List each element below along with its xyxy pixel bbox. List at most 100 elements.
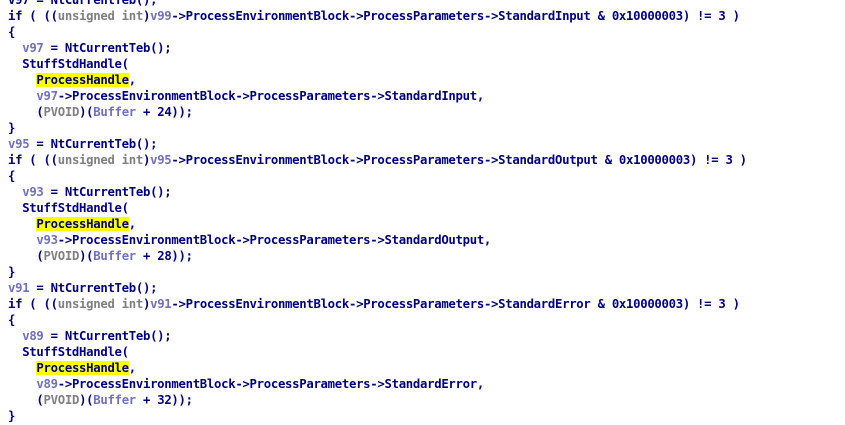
code-line[interactable]: v95 = NtCurrentTeb(); — [8, 136, 747, 152]
variable-token[interactable]: v95 — [150, 153, 172, 167]
code-line[interactable]: } — [8, 408, 747, 424]
code-token: ->ProcessEnvironmentBlock->ProcessParame… — [171, 9, 740, 23]
type-keyword-token[interactable]: unsigned int — [57, 153, 144, 167]
code-line[interactable]: ProcessHandle, — [8, 72, 747, 88]
code-token: ->ProcessEnvironmentBlock->ProcessParame… — [57, 233, 492, 247]
code-token: if ( (( — [8, 9, 58, 23]
code-token — [8, 89, 36, 103]
code-line[interactable]: v89->ProcessEnvironmentBlock->ProcessPar… — [8, 376, 747, 392]
variable-token[interactable]: v93 — [36, 233, 58, 247]
code-token: ( — [8, 393, 44, 407]
highlighted-token[interactable]: ProcessHandle — [36, 73, 129, 87]
code-token — [8, 73, 36, 87]
code-token: )( — [79, 105, 94, 119]
variable-token[interactable]: v95 — [8, 137, 30, 151]
type-keyword-token[interactable]: PVOID — [43, 249, 80, 263]
code-line[interactable]: ProcessHandle, — [8, 216, 747, 232]
variable-token[interactable]: Buffer — [93, 105, 136, 119]
type-keyword-token[interactable]: unsigned int — [57, 9, 144, 23]
code-token: ) — [142, 9, 151, 23]
code-token: = NtCurrentTeb(); — [29, 137, 158, 151]
code-line[interactable]: v93 = NtCurrentTeb(); — [8, 184, 747, 200]
code-token: { — [8, 169, 16, 183]
code-line[interactable]: StuffStdHandle( — [8, 200, 747, 216]
code-token: StuffStdHandle( — [8, 345, 129, 359]
code-token: } — [8, 409, 16, 423]
code-line[interactable]: v97->ProcessEnvironmentBlock->ProcessPar… — [8, 88, 747, 104]
code-token: , — [128, 73, 136, 87]
code-line[interactable]: } — [8, 120, 747, 136]
code-token: + 32)); — [135, 393, 193, 407]
variable-token[interactable]: v93 — [22, 185, 44, 199]
variable-token[interactable]: v97 — [22, 41, 44, 55]
code-token: + 24)); — [135, 105, 193, 119]
code-line[interactable]: (PVOID)(Buffer + 28)); — [8, 248, 747, 264]
code-token — [8, 377, 36, 391]
code-line[interactable]: } — [8, 264, 747, 280]
variable-token[interactable]: Buffer — [93, 393, 136, 407]
code-line[interactable]: StuffStdHandle( — [8, 344, 747, 360]
code-token: )( — [79, 249, 94, 263]
code-line[interactable]: if ( ((unsigned int)v91->ProcessEnvironm… — [8, 296, 747, 312]
variable-token[interactable]: v89 — [36, 377, 58, 391]
code-token: ( — [8, 249, 44, 263]
code-line[interactable]: v91 = NtCurrentTeb(); — [8, 280, 747, 296]
code-token: ) — [142, 297, 151, 311]
code-line[interactable]: ProcessHandle, — [8, 360, 747, 376]
code-token: } — [8, 121, 16, 135]
variable-token[interactable]: v97 — [36, 89, 58, 103]
code-token: , — [128, 217, 136, 231]
code-token: StuffStdHandle( — [8, 57, 129, 71]
code-token: + 28)); — [135, 249, 193, 263]
variable-token[interactable]: Buffer — [93, 249, 136, 263]
code-token — [8, 329, 22, 343]
code-token — [8, 41, 22, 55]
code-line[interactable]: (PVOID)(Buffer + 32)); — [8, 392, 747, 408]
code-token — [8, 233, 36, 247]
highlighted-token[interactable]: ProcessHandle — [36, 361, 129, 375]
code-token: )( — [79, 393, 94, 407]
variable-token[interactable]: v91 — [150, 297, 172, 311]
code-token: { — [8, 25, 16, 39]
type-keyword-token[interactable]: PVOID — [43, 105, 80, 119]
code-lines: v97 = NtCurrentTeb();if ( ((unsigned int… — [8, 0, 747, 424]
code-line[interactable]: v93->ProcessEnvironmentBlock->ProcessPar… — [8, 232, 747, 248]
code-token: ) — [142, 153, 151, 167]
code-token — [8, 217, 36, 231]
code-line[interactable]: if ( ((unsigned int)v95->ProcessEnvironm… — [8, 152, 747, 168]
code-token: if ( (( — [8, 153, 58, 167]
variable-token[interactable]: v91 — [8, 281, 30, 295]
variable-token[interactable]: v89 — [22, 329, 44, 343]
code-token: = NtCurrentTeb(); — [43, 185, 172, 199]
code-line[interactable]: (PVOID)(Buffer + 24)); — [8, 104, 747, 120]
code-line[interactable]: StuffStdHandle( — [8, 56, 747, 72]
highlighted-token[interactable]: ProcessHandle — [36, 217, 129, 231]
code-token: ->ProcessEnvironmentBlock->ProcessParame… — [57, 89, 485, 103]
code-token: = NtCurrentTeb(); — [43, 41, 172, 55]
code-line[interactable]: if ( ((unsigned int)v99->ProcessEnvironm… — [8, 8, 747, 24]
code-token: { — [8, 313, 16, 327]
code-token: if ( (( — [8, 297, 58, 311]
code-token: ->ProcessEnvironmentBlock->ProcessParame… — [171, 153, 747, 167]
code-line[interactable]: v89 = NtCurrentTeb(); — [8, 328, 747, 344]
code-token: v97 = NtCurrentTeb(); — [8, 0, 158, 7]
code-line[interactable]: { — [8, 168, 747, 184]
type-keyword-token[interactable]: PVOID — [43, 393, 80, 407]
code-line[interactable]: v97 = NtCurrentTeb(); — [8, 0, 747, 8]
code-token: , — [128, 361, 136, 375]
code-token: ->ProcessEnvironmentBlock->ProcessParame… — [57, 377, 485, 391]
code-token — [8, 185, 22, 199]
code-token: = NtCurrentTeb(); — [29, 281, 158, 295]
code-token: } — [8, 265, 16, 279]
code-token: ( — [8, 105, 44, 119]
code-line[interactable]: v97 = NtCurrentTeb(); — [8, 40, 747, 56]
code-line[interactable]: { — [8, 312, 747, 328]
type-keyword-token[interactable]: unsigned int — [57, 297, 144, 311]
code-token: = NtCurrentTeb(); — [43, 329, 172, 343]
code-token — [8, 361, 36, 375]
code-line[interactable]: { — [8, 24, 747, 40]
variable-token[interactable]: v99 — [150, 9, 172, 23]
code-token: ->ProcessEnvironmentBlock->ProcessParame… — [171, 297, 740, 311]
code-token: StuffStdHandle( — [8, 201, 129, 215]
